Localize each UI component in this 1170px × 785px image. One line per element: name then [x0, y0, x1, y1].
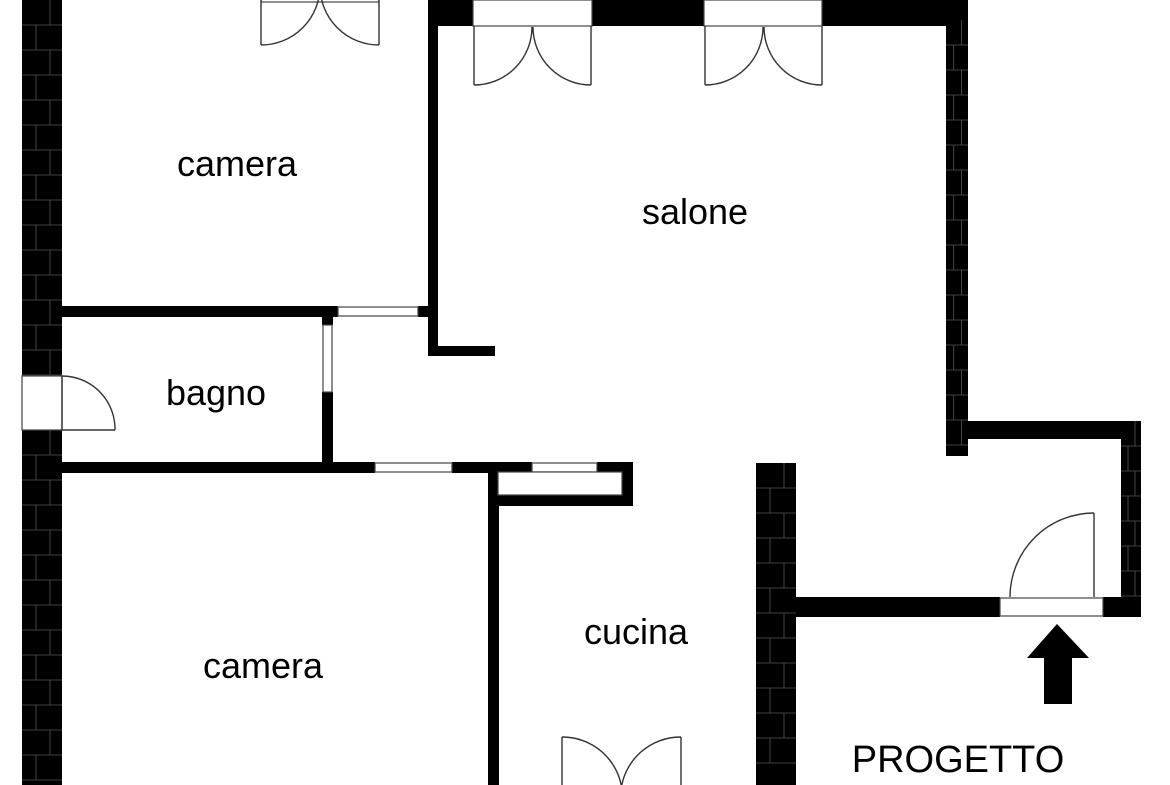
wall-bagno-right-bottom [322, 392, 333, 470]
brick-texture [22, 0, 1141, 781]
wall-camera-salone [428, 20, 438, 356]
wall-counter-right [622, 462, 633, 506]
wall-landing-top [946, 421, 1141, 439]
wall-camera-cucina [488, 495, 499, 785]
room-label-salone: salone [642, 191, 748, 232]
room-label-bagno: bagno [166, 372, 266, 413]
wall-counter-bottom [488, 495, 633, 506]
exterior-walls [22, 0, 1141, 785]
windows [21, 0, 1104, 617]
wall-top-2 [592, 0, 704, 26]
door-swings [61, 0, 1095, 785]
door-entrance-arc [1009, 512, 1095, 598]
window-top-camera [260, 0, 380, 3]
wall-camera-bagno-end [418, 306, 438, 317]
window-top-2 [703, 0, 823, 27]
window-bagno-bottom-1 [374, 462, 453, 473]
wall-left-lower [22, 430, 62, 785]
window-bagno-bottom-2 [531, 462, 598, 473]
wall-bagno-bottom-1 [62, 462, 375, 473]
door-salone-1-left [473, 26, 533, 86]
room-label-cucina: cucina [584, 611, 689, 652]
wall-salone-stub [428, 346, 495, 356]
door-camera-top-left [260, 0, 319, 46]
door-cucina-right [621, 736, 682, 785]
door-cucina-left [561, 736, 622, 785]
window-bagno-right [322, 324, 333, 393]
room-label-camera-top: camera [177, 143, 298, 184]
plan-caption: PROGETTO [852, 739, 1065, 781]
wall-landing-bottom [795, 597, 1000, 617]
wall-counter-left [488, 462, 498, 506]
wall-stairwell [756, 463, 796, 785]
window-top-1 [472, 0, 593, 27]
wall-bagno-right-top [322, 317, 333, 325]
wall-bagno-bottom-3 [597, 462, 632, 473]
door-salone-1-right [532, 26, 592, 86]
interior-walls [62, 20, 633, 785]
wall-left-upper [22, 0, 62, 376]
room-label-camera-bottom: camera [203, 645, 324, 686]
wall-camera-bagno [62, 306, 338, 317]
wall-salone-right [946, 20, 968, 456]
door-salone-2-left [704, 26, 764, 86]
door-bagno-arc [61, 375, 116, 431]
window-counter [497, 471, 623, 496]
window-bagno-left [21, 375, 63, 431]
wall-top-3 [822, 0, 968, 26]
door-salone-2-right [763, 26, 823, 86]
entrance-arrow-icon [1027, 624, 1089, 704]
door-camera-top-right [321, 0, 380, 46]
entrance-threshold [999, 597, 1104, 617]
wall-landing-right [1121, 421, 1141, 617]
window-camera-bagno [337, 306, 419, 317]
wall-landing-bottom-end [1103, 597, 1141, 617]
